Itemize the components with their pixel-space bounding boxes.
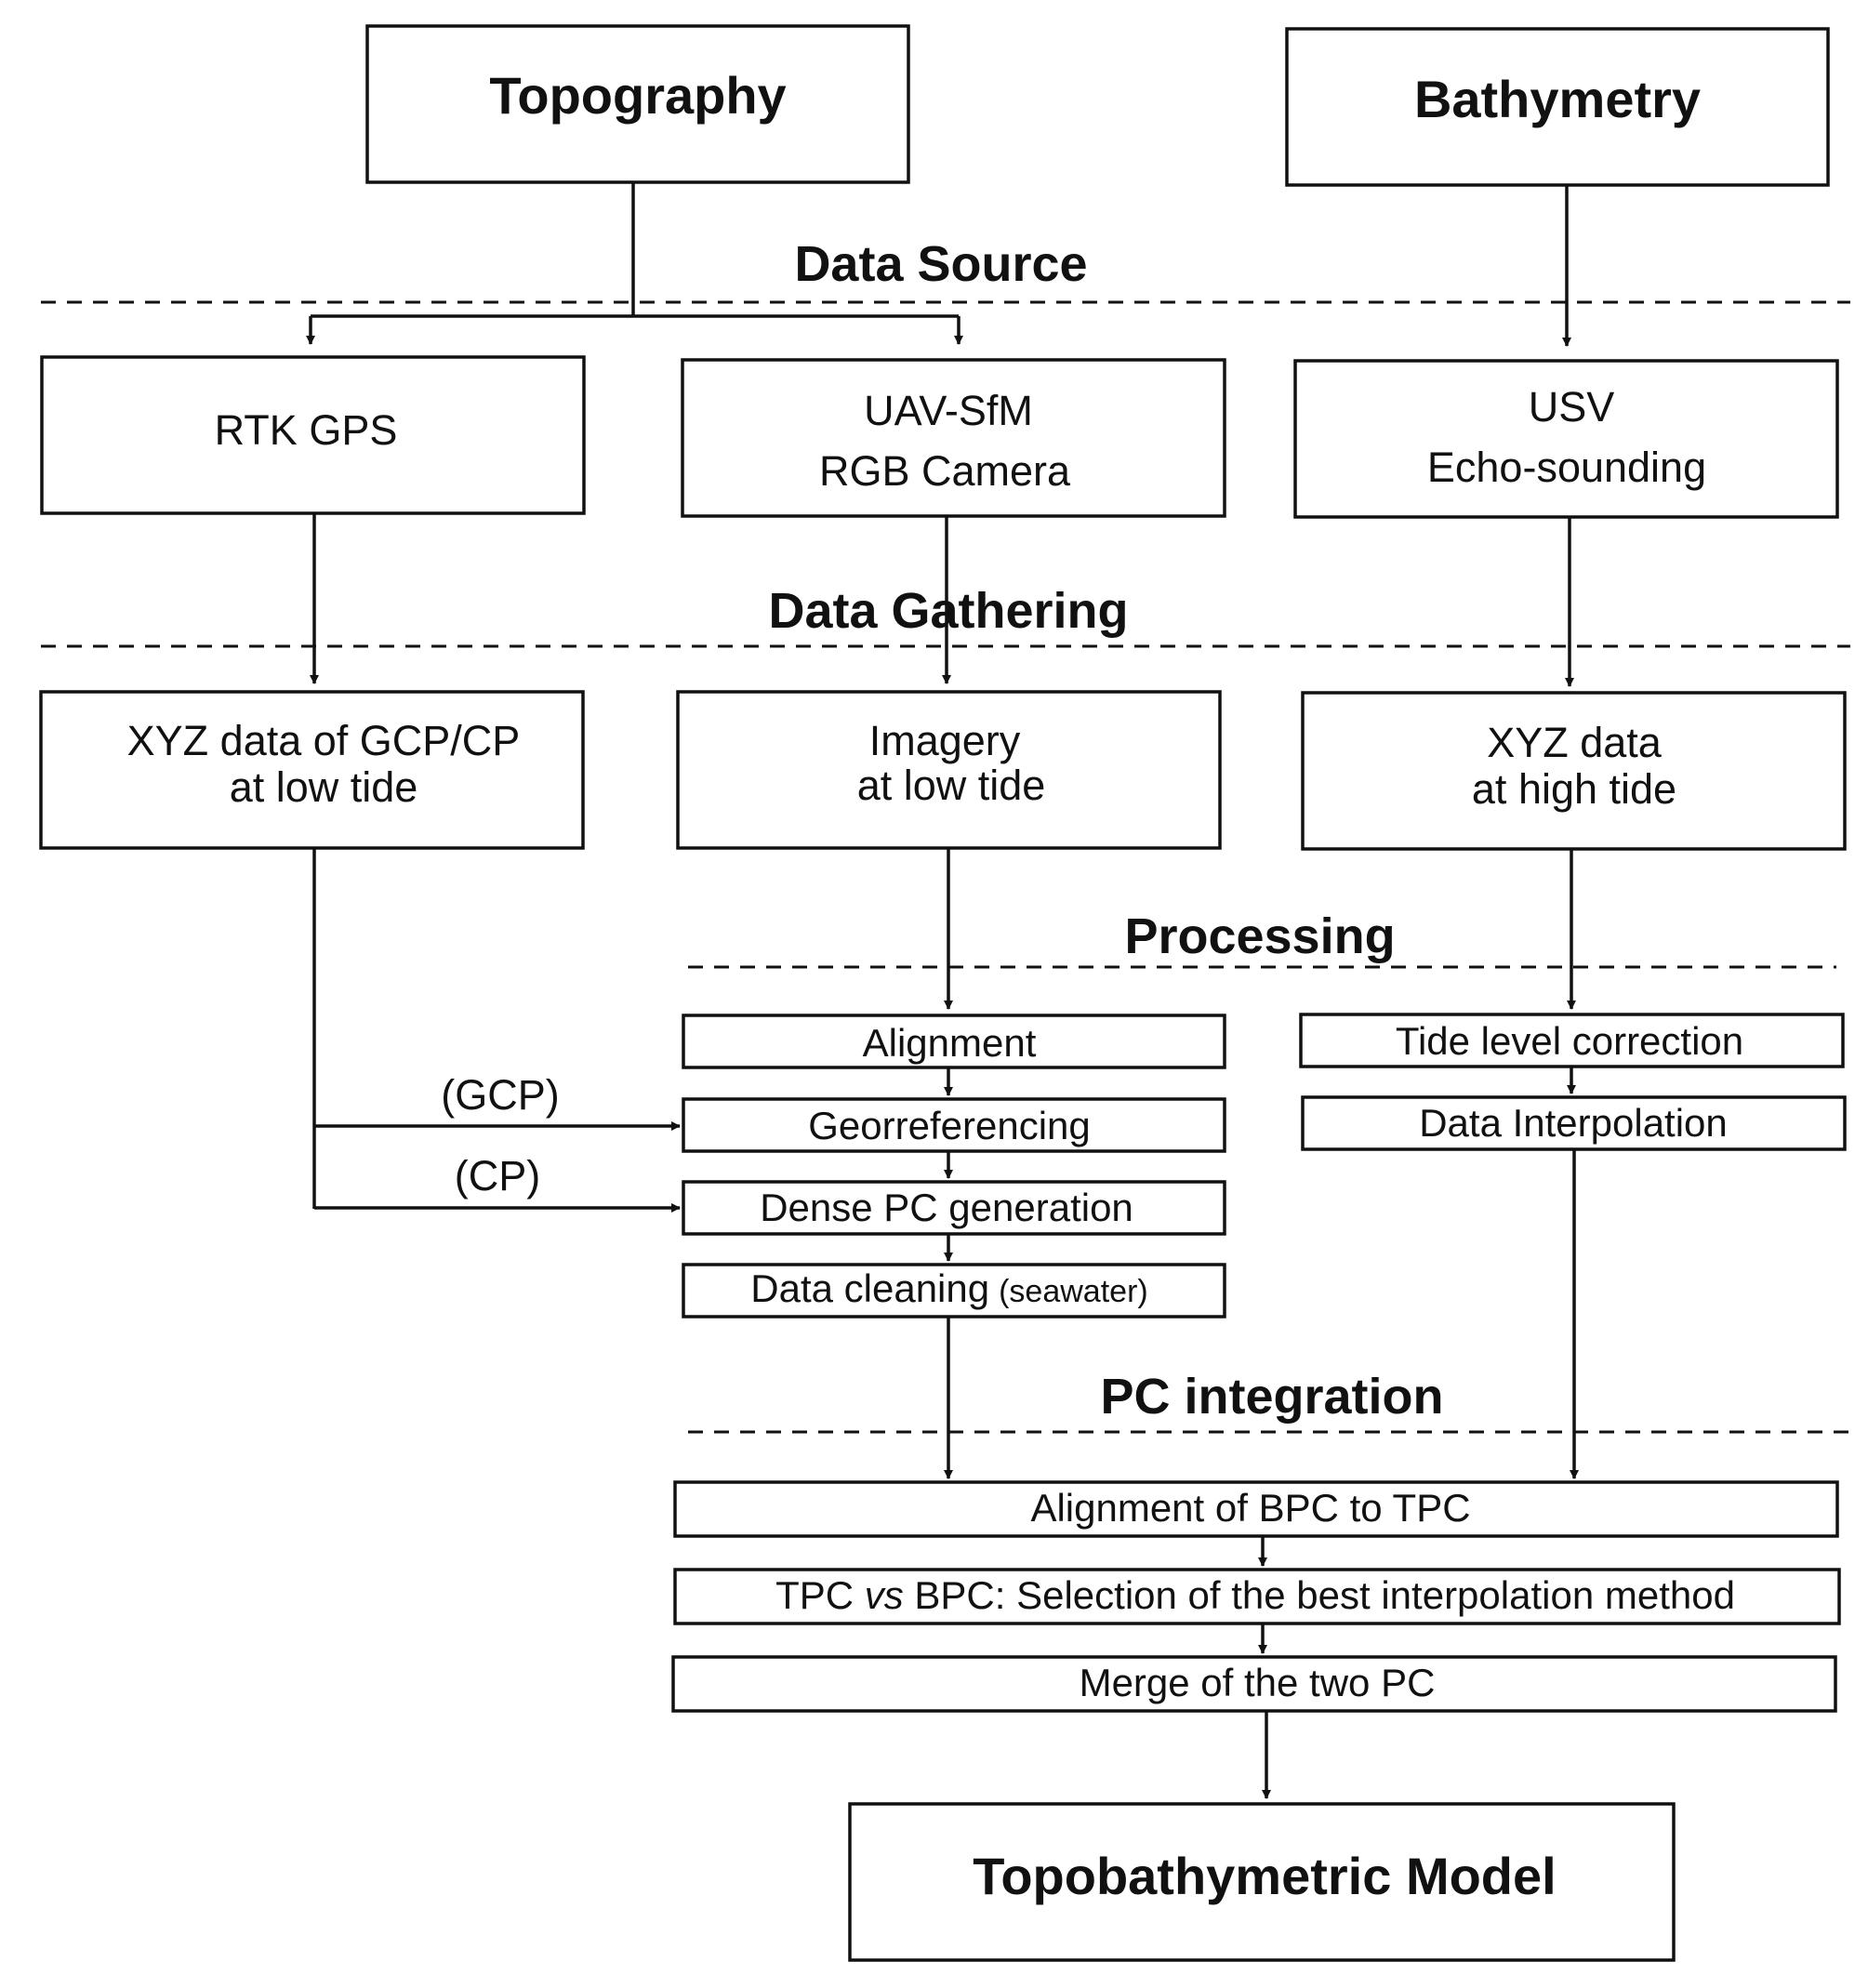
alignment-label: Alignment	[863, 1021, 1037, 1065]
compare-step: TPC vs BPC: Selection of the best interp…	[673, 1568, 1841, 1625]
rgb-camera-label: RGB Camera	[819, 447, 1071, 495]
topography-box: Topography	[365, 24, 910, 184]
xyz-data-label: XYZ data	[1487, 719, 1663, 766]
uav-sfm-label: UAV-SfM	[864, 387, 1033, 434]
section-data-gathering: Data Gathering	[768, 583, 1128, 639]
gcp-cp-data-box: XYZ data of GCP/CP at low tide	[39, 690, 585, 850]
merge-step: Merge of the two PC	[671, 1655, 1837, 1713]
bathymetry-label: Bathymetry	[1414, 70, 1701, 128]
merge-label: Merge of the two PC	[1080, 1661, 1436, 1704]
data-cleaning-step: Data cleaning (seawater)	[682, 1263, 1226, 1319]
section-processing: Processing	[1124, 908, 1395, 964]
align-bpc-label: Alignment of BPC to TPC	[1030, 1486, 1470, 1530]
compare-label: TPC vs BPC: Selection of the best interp…	[775, 1573, 1735, 1617]
tpc-text: TPC	[775, 1573, 865, 1617]
georeferencing-label: Georreferencing	[808, 1104, 1091, 1147]
data-cleaning-label: Data cleaning (seawater)	[750, 1266, 1147, 1310]
echo-sounding-label: Echo-sounding	[1427, 444, 1706, 491]
section-pc-integration: PC integration	[1100, 1369, 1443, 1425]
topography-label: Topography	[489, 66, 786, 125]
alignment-step: Alignment	[682, 1014, 1226, 1069]
source-connectors	[306, 182, 1571, 347]
topobathymetric-model-label: Topobathymetric Model	[973, 1847, 1556, 1905]
dense-pc-step: Dense PC generation	[682, 1180, 1226, 1236]
bathymetry-box: Bathymetry	[1285, 27, 1830, 187]
low-tide-label: at low tide	[230, 763, 418, 811]
section-data-source: Data Source	[794, 236, 1087, 292]
vs-text: vs	[865, 1573, 904, 1617]
tide-correction-label: Tide level correction	[1396, 1019, 1743, 1063]
interpolation-step: Data Interpolation	[1301, 1095, 1847, 1151]
rtk-gps-box: RTK GPS	[40, 355, 586, 515]
usv-box: USV Echo-sounding	[1293, 359, 1839, 519]
cp-link-label: (CP)	[455, 1152, 540, 1199]
interpolation-label: Data Interpolation	[1419, 1101, 1728, 1145]
tide-correction-step: Tide level correction	[1299, 1013, 1845, 1068]
data-cleaning-main: Data cleaning	[750, 1266, 989, 1310]
processing-connectors	[944, 848, 1576, 1010]
usv-label: USV	[1529, 383, 1615, 431]
seawater-note: (seawater)	[999, 1274, 1148, 1309]
georeferencing-step: Georreferencing	[682, 1097, 1226, 1153]
uav-sfm-box: UAV-SfM RGB Camera	[681, 358, 1226, 518]
gcp-link-label: (GCP)	[441, 1071, 560, 1119]
gathering-connectors	[310, 513, 1574, 687]
selection-text: BPC: Selection of the best interpolation…	[904, 1573, 1735, 1617]
imagery-box: Imagery at low tide	[676, 690, 1222, 850]
high-tide-label: at high tide	[1472, 765, 1676, 813]
rtk-gps-label: RTK GPS	[215, 406, 398, 454]
imagery-low-tide-label: at low tide	[857, 762, 1046, 809]
gcp-cp-links: (GCP) (CP)	[312, 848, 681, 1213]
topobathymetric-model-box: Topobathymetric Model	[848, 1802, 1676, 1962]
integration-step-connectors	[1258, 1536, 1271, 1799]
gcp-cp-label: XYZ data of GCP/CP	[127, 717, 521, 764]
align-bpc-step: Alignment of BPC to TPC	[673, 1480, 1839, 1538]
dense-pc-label: Dense PC generation	[760, 1186, 1133, 1229]
xyz-high-tide-box: XYZ data at high tide	[1301, 691, 1847, 851]
imagery-label: Imagery	[869, 717, 1021, 764]
integration-connectors	[944, 1149, 1579, 1479]
